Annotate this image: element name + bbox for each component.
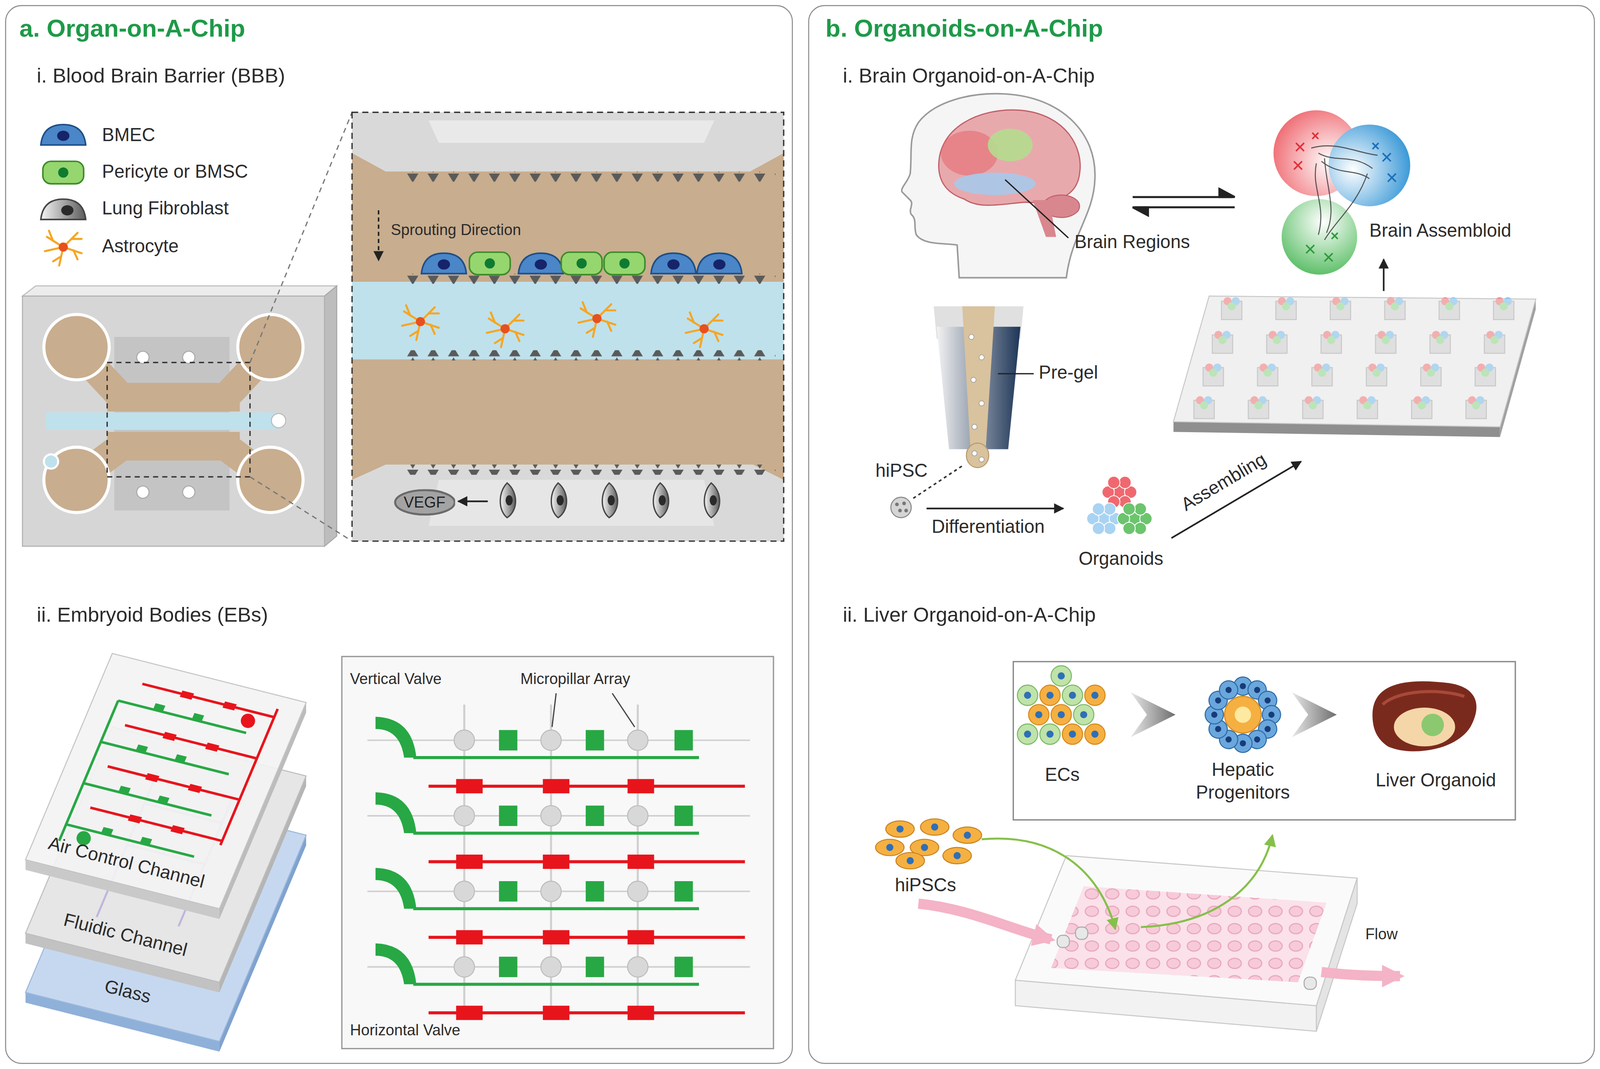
valve-grid (341, 656, 774, 1049)
legend-icons (40, 124, 86, 266)
label: i. Brain Organoid-on-A-Chip (842, 63, 1095, 88)
label: hiPSCs (894, 874, 956, 897)
label: Flow (1365, 924, 1398, 944)
label: Sprouting Direction (390, 220, 521, 240)
ellipse-shape (394, 490, 455, 515)
legend-text: BMEC (101, 124, 155, 147)
label: Vertical Valve (349, 669, 442, 688)
head-brain (901, 93, 1096, 278)
label: Brain Regions (1074, 231, 1190, 254)
liver-chip (875, 818, 1400, 1031)
label: ii. Liver Organoid-on-A-Chip (842, 602, 1096, 627)
assembloid (1273, 110, 1411, 291)
panel-heading: b. Organoids-on-A-Chip (825, 14, 1104, 44)
label: ii. Embryoid Bodies (EBs) (36, 602, 269, 627)
bbb-zoom (352, 112, 784, 542)
equilibrium-arrows (1132, 188, 1235, 216)
legend-text: Pericyte or BMSC (101, 161, 248, 184)
label: Micropillar Array (520, 669, 631, 688)
label: Organoids (1078, 548, 1164, 571)
eb-layers (25, 653, 307, 1051)
ellipse-node: VEGF (393, 488, 456, 516)
label: Pre-gel (1038, 362, 1099, 385)
bbb-chip (22, 112, 352, 547)
panel-heading: a. Organ-on-A-Chip (19, 14, 246, 44)
label: hiPSC (875, 460, 928, 483)
legend-text: Lung Fibroblast (101, 197, 229, 220)
label: i. Blood Brain Barrier (BBB) (36, 63, 286, 88)
label: Liver Organoid (1375, 769, 1496, 792)
label: Hepatic Progenitors (1181, 759, 1304, 804)
legend-text: Astrocyte (101, 235, 179, 258)
label: ECs (1045, 764, 1080, 787)
label: Horizontal Valve (349, 1020, 461, 1040)
label: Differentiation (931, 516, 1045, 539)
node-text: VEGF (403, 493, 446, 512)
organoid-chip (1173, 296, 1536, 438)
liver-steps (1013, 661, 1516, 820)
label: Brain Assembloid (1369, 220, 1512, 243)
panel: b. Organoids-on-A-Chip (808, 5, 1595, 1064)
